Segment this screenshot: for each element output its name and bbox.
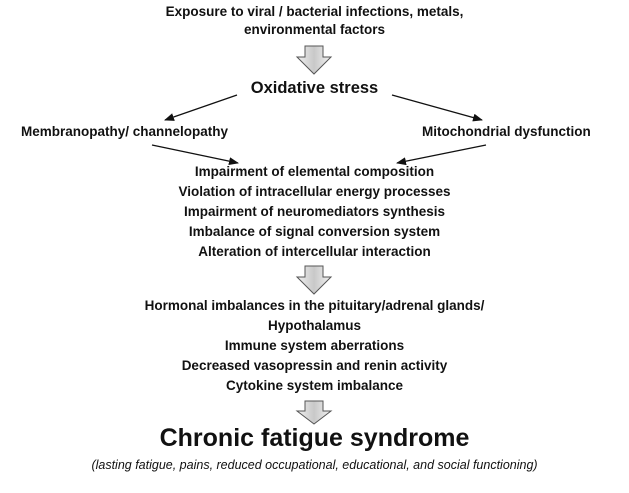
mitochondrial-label: Mitochondrial dysfunction bbox=[422, 124, 591, 139]
arrow-mitochondrial-to-impairments bbox=[396, 144, 487, 166]
impairment-line: Impairment of elemental composition bbox=[194, 164, 435, 179]
exposure-text: Exposure to viral / bacterial infections… bbox=[0, 3, 629, 39]
hormonal-line: Cytokine system imbalance bbox=[225, 378, 404, 393]
hormonal-line: Decreased vasopressin and renin activity bbox=[181, 358, 448, 373]
hormonal-block: Hormonal imbalances in the pituitary/adr… bbox=[0, 296, 629, 396]
impairment-line: Violation of intracellular energy proces… bbox=[178, 184, 451, 199]
exposure-line-2: environmental factors bbox=[243, 22, 386, 37]
hormonal-line: Hormonal imbalances in the pituitary/adr… bbox=[144, 298, 485, 313]
arrow-stress-to-mitochondrial bbox=[391, 94, 483, 122]
impairments-block: Impairment of elemental composition Viol… bbox=[0, 162, 629, 262]
impairment-line: Imbalance of signal conversion system bbox=[188, 224, 441, 239]
block-arrow-1 bbox=[295, 45, 333, 75]
outcome-title: Chronic fatigue syndrome bbox=[159, 424, 470, 452]
impairment-line: Alteration of intercellular interaction bbox=[198, 244, 431, 259]
arrow-membranopathy-to-impairments bbox=[151, 144, 239, 166]
block-arrow-3 bbox=[295, 400, 333, 425]
oxidative-stress-label: Oxidative stress bbox=[250, 79, 379, 97]
hormonal-line: Hypothalamus bbox=[267, 318, 362, 333]
impairment-line: Impairment of neuromediators synthesis bbox=[183, 204, 446, 219]
membranopathy-label: Membranopathy/ channelopathy bbox=[21, 124, 229, 139]
exposure-line-1: Exposure to viral / bacterial infections… bbox=[165, 4, 464, 19]
arrow-stress-to-membranopathy bbox=[164, 94, 238, 121]
outcome-description: (lasting fatigue, pains, reduced occupat… bbox=[91, 458, 538, 472]
block-arrow-2 bbox=[295, 265, 333, 295]
hormonal-line: Immune system aberrations bbox=[224, 338, 405, 353]
